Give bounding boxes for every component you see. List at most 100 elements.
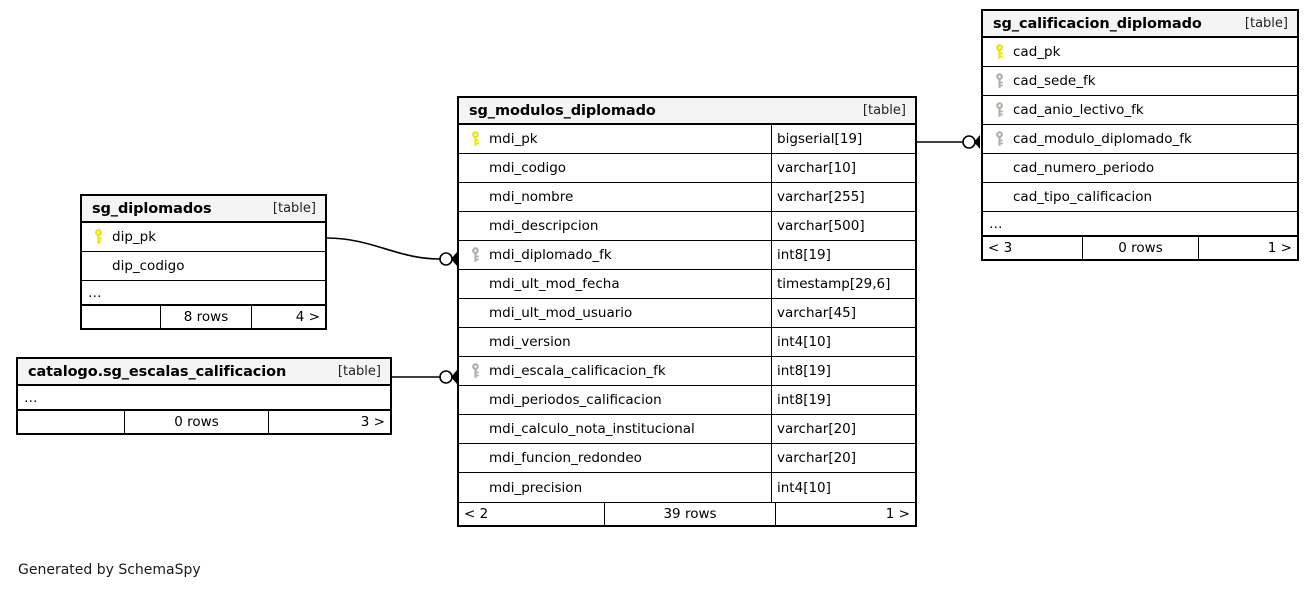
column-type: varchar[45] [771, 299, 915, 327]
footer-next-button[interactable]: 1 > [1267, 240, 1292, 256]
foreign-key-icon [989, 131, 1009, 147]
column-name: cad_pk [1013, 44, 1061, 60]
generated-by-label: Generated by SchemaSpy [18, 562, 201, 578]
column-name-cell: cad_tipo_calificacion [983, 183, 1297, 211]
column-type: bigserial[19] [771, 125, 915, 153]
column-name-cell: cad_anio_lectivo_fk [983, 96, 1297, 124]
more-columns-ellipsis: … [82, 281, 325, 305]
column-row[interactable]: cad_anio_lectivo_fk [983, 96, 1297, 125]
column-row[interactable]: mdi_ult_mod_usuario varchar[45] [459, 299, 915, 328]
edge-modulos-to-calificacion [917, 135, 980, 149]
table-kind-label: [table] [337, 364, 381, 379]
foreign-key-icon [465, 247, 485, 263]
table-kind-label: [table] [862, 103, 906, 118]
table-title: catalogo.sg_escalas_calificacion [28, 363, 287, 380]
column-name-cell: dip_codigo [82, 252, 325, 280]
primary-key-icon [465, 131, 485, 147]
column-name: mdi_pk [489, 131, 538, 147]
column-name: dip_codigo [112, 258, 185, 274]
column-row[interactable]: cad_numero_periodo [983, 154, 1297, 183]
table-sg-modulos-diplomado[interactable]: sg_modulos_diplomado [table] mdi_pk bigse… [457, 96, 917, 527]
column-type: varchar[20] [771, 415, 915, 443]
column-list: dip_pk dip_codigo … [82, 223, 325, 305]
column-row[interactable]: mdi_pk bigserial[19] [459, 125, 915, 154]
column-name: cad_numero_periodo [1013, 160, 1155, 176]
column-name: mdi_diplomado_fk [489, 247, 612, 263]
column-name-cell: mdi_ult_mod_usuario [459, 299, 771, 327]
column-name-cell: mdi_precision [459, 473, 771, 502]
column-name-cell: mdi_version [459, 328, 771, 356]
table-catalogo-sg-escalas-calificacion[interactable]: catalogo.sg_escalas_calificacion [table]… [16, 357, 392, 435]
column-name-cell: cad_sede_fk [983, 67, 1297, 95]
column-name: cad_sede_fk [1013, 73, 1096, 89]
column-name-cell: mdi_descripcion [459, 212, 771, 240]
column-name-cell: mdi_calculo_nota_institucional [459, 415, 771, 443]
footer-row-count: 0 rows [124, 411, 269, 433]
more-columns-ellipsis: … [18, 386, 390, 410]
footer-prev-button[interactable]: < 2 [464, 506, 489, 522]
column-name: mdi_calculo_nota_institucional [489, 421, 695, 437]
footer-prev-button[interactable] [18, 411, 124, 433]
primary-key-icon [88, 229, 108, 245]
column-name-cell: mdi_funcion_redondeo [459, 444, 771, 472]
column-row[interactable]: cad_tipo_calificacion [983, 183, 1297, 212]
column-row[interactable]: cad_pk [983, 38, 1297, 67]
footer-next-button[interactable]: 4 > [295, 309, 320, 325]
column-name-cell: cad_pk [983, 38, 1297, 66]
column-name-cell: mdi_escala_calificacion_fk [459, 357, 771, 385]
table-title: sg_modulos_diplomado [469, 102, 656, 119]
column-row[interactable]: mdi_periodos_calificacion int8[19] [459, 386, 915, 415]
column-type: int4[10] [771, 473, 915, 502]
column-row[interactable]: dip_pk [82, 223, 325, 252]
column-type: int8[19] [771, 386, 915, 414]
column-row[interactable]: cad_modulo_diplomado_fk [983, 125, 1297, 154]
column-name: mdi_version [489, 334, 571, 350]
column-name-cell: mdi_ult_mod_fecha [459, 270, 771, 298]
column-name-cell: mdi_pk [459, 125, 771, 153]
footer-next-button[interactable]: 3 > [360, 414, 385, 430]
column-row[interactable]: dip_codigo [82, 252, 325, 281]
footer-row-count: 39 rows [604, 503, 776, 525]
foreign-key-icon [989, 102, 1009, 118]
footer-next-button[interactable]: 1 > [885, 506, 910, 522]
footer-prev-button[interactable]: < 3 [988, 240, 1013, 256]
column-type: timestamp[29,6] [771, 270, 915, 298]
more-columns-ellipsis: … [983, 212, 1297, 236]
table-title: sg_calificacion_diplomado [993, 15, 1202, 32]
primary-key-icon [989, 44, 1009, 60]
column-name-cell: mdi_periodos_calificacion [459, 386, 771, 414]
footer-prev-button[interactable] [82, 306, 160, 328]
table-kind-label: [table] [1244, 16, 1288, 31]
footer-row-count: 8 rows [160, 306, 252, 328]
column-name-cell: cad_numero_periodo [983, 154, 1297, 182]
table-footer: < 2 39 rows 1 > [459, 502, 915, 525]
table-kind-label: [table] [272, 201, 316, 216]
column-name: mdi_funcion_redondeo [489, 450, 642, 466]
edge-escalas-to-modulos [392, 370, 457, 384]
column-name: mdi_ult_mod_usuario [489, 305, 633, 321]
foreign-key-icon [465, 363, 485, 379]
column-name-cell: mdi_codigo [459, 154, 771, 182]
table-sg-calificacion-diplomado[interactable]: sg_calificacion_diplomado [table] cad_pk… [981, 9, 1299, 261]
column-row[interactable]: cad_sede_fk [983, 67, 1297, 96]
column-name: cad_tipo_calificacion [1013, 189, 1153, 205]
table-footer: 0 rows 3 > [18, 410, 390, 433]
table-title: sg_diplomados [92, 200, 212, 217]
column-name: dip_pk [112, 229, 157, 245]
table-header: catalogo.sg_escalas_calificacion [table] [18, 359, 390, 386]
column-name: mdi_periodos_calificacion [489, 392, 662, 408]
column-row[interactable]: mdi_calculo_nota_institucional varchar[20… [459, 415, 915, 444]
